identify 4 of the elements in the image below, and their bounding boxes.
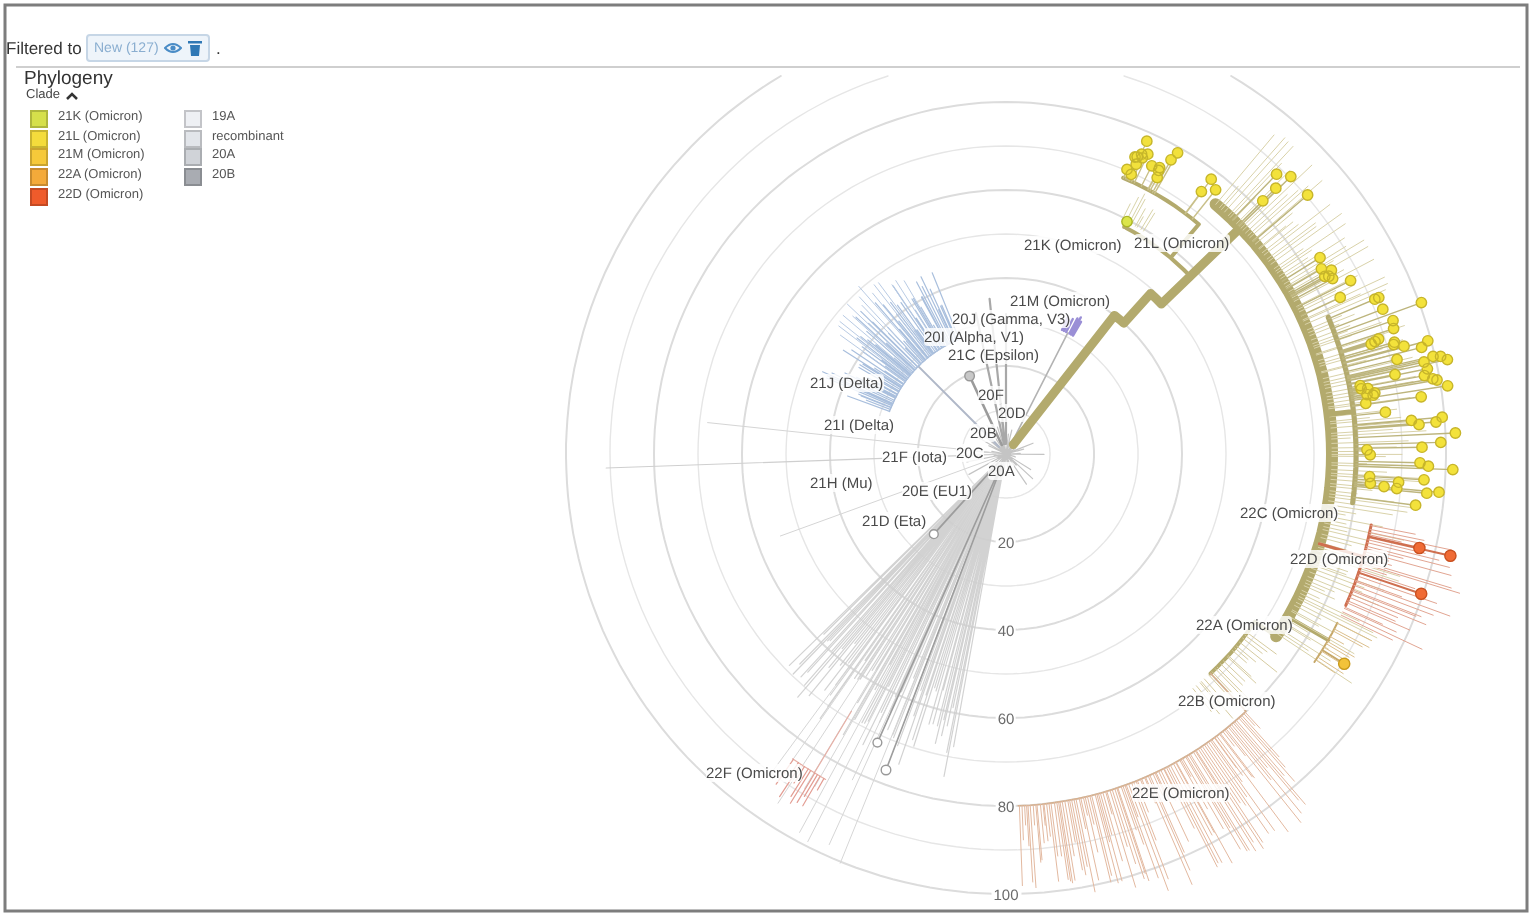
filter-label: Filtered to bbox=[6, 38, 82, 58]
filter-tag bbox=[86, 34, 211, 62]
panel-title: Phylogeny bbox=[24, 68, 113, 90]
punctuation-mark: . bbox=[216, 38, 221, 58]
